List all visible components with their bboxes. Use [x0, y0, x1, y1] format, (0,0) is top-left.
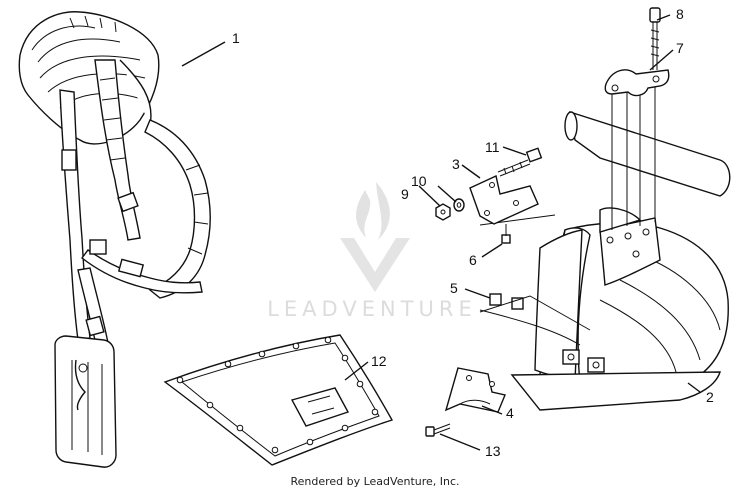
bracket-part — [469, 175, 539, 225]
plate-holes — [176, 336, 379, 454]
clip-part — [479, 293, 591, 331]
callout-numbers: 1 2 3 4 5 6 7 8 9 10 11 12 13 — [232, 6, 714, 459]
callout-9: 9 — [401, 186, 409, 202]
leadventure-watermark-logo — [340, 182, 410, 292]
harness-part — [18, 11, 211, 468]
screw-part — [497, 147, 543, 177]
small-screw-part — [501, 224, 511, 244]
callout-3: 3 — [452, 156, 460, 172]
callout-5: 5 — [450, 280, 458, 296]
upper-clamp-part — [604, 69, 670, 97]
callout-6: 6 — [469, 252, 477, 268]
callout-8: 8 — [676, 6, 684, 22]
guard-part — [479, 76, 731, 411]
plate-part — [163, 334, 394, 466]
nut-part — [435, 203, 451, 221]
washer-part — [453, 198, 465, 212]
callout-7: 7 — [676, 40, 684, 56]
callout-12: 12 — [371, 353, 387, 369]
callout-13: 13 — [485, 443, 501, 459]
upper-bolt-part — [649, 7, 661, 70]
mount-plate-part — [444, 367, 506, 413]
leader-lines — [181, 14, 701, 451]
callout-1: 1 — [232, 30, 240, 46]
callout-11: 11 — [485, 139, 500, 155]
watermark-brand: LEADVENTURE — [267, 297, 477, 321]
callout-10: 10 — [411, 173, 427, 189]
callout-2: 2 — [706, 389, 714, 405]
render-credit: Rendered by LeadVenture, Inc. — [290, 475, 460, 488]
bolt-13-part — [425, 423, 451, 437]
callout-4: 4 — [506, 405, 514, 421]
